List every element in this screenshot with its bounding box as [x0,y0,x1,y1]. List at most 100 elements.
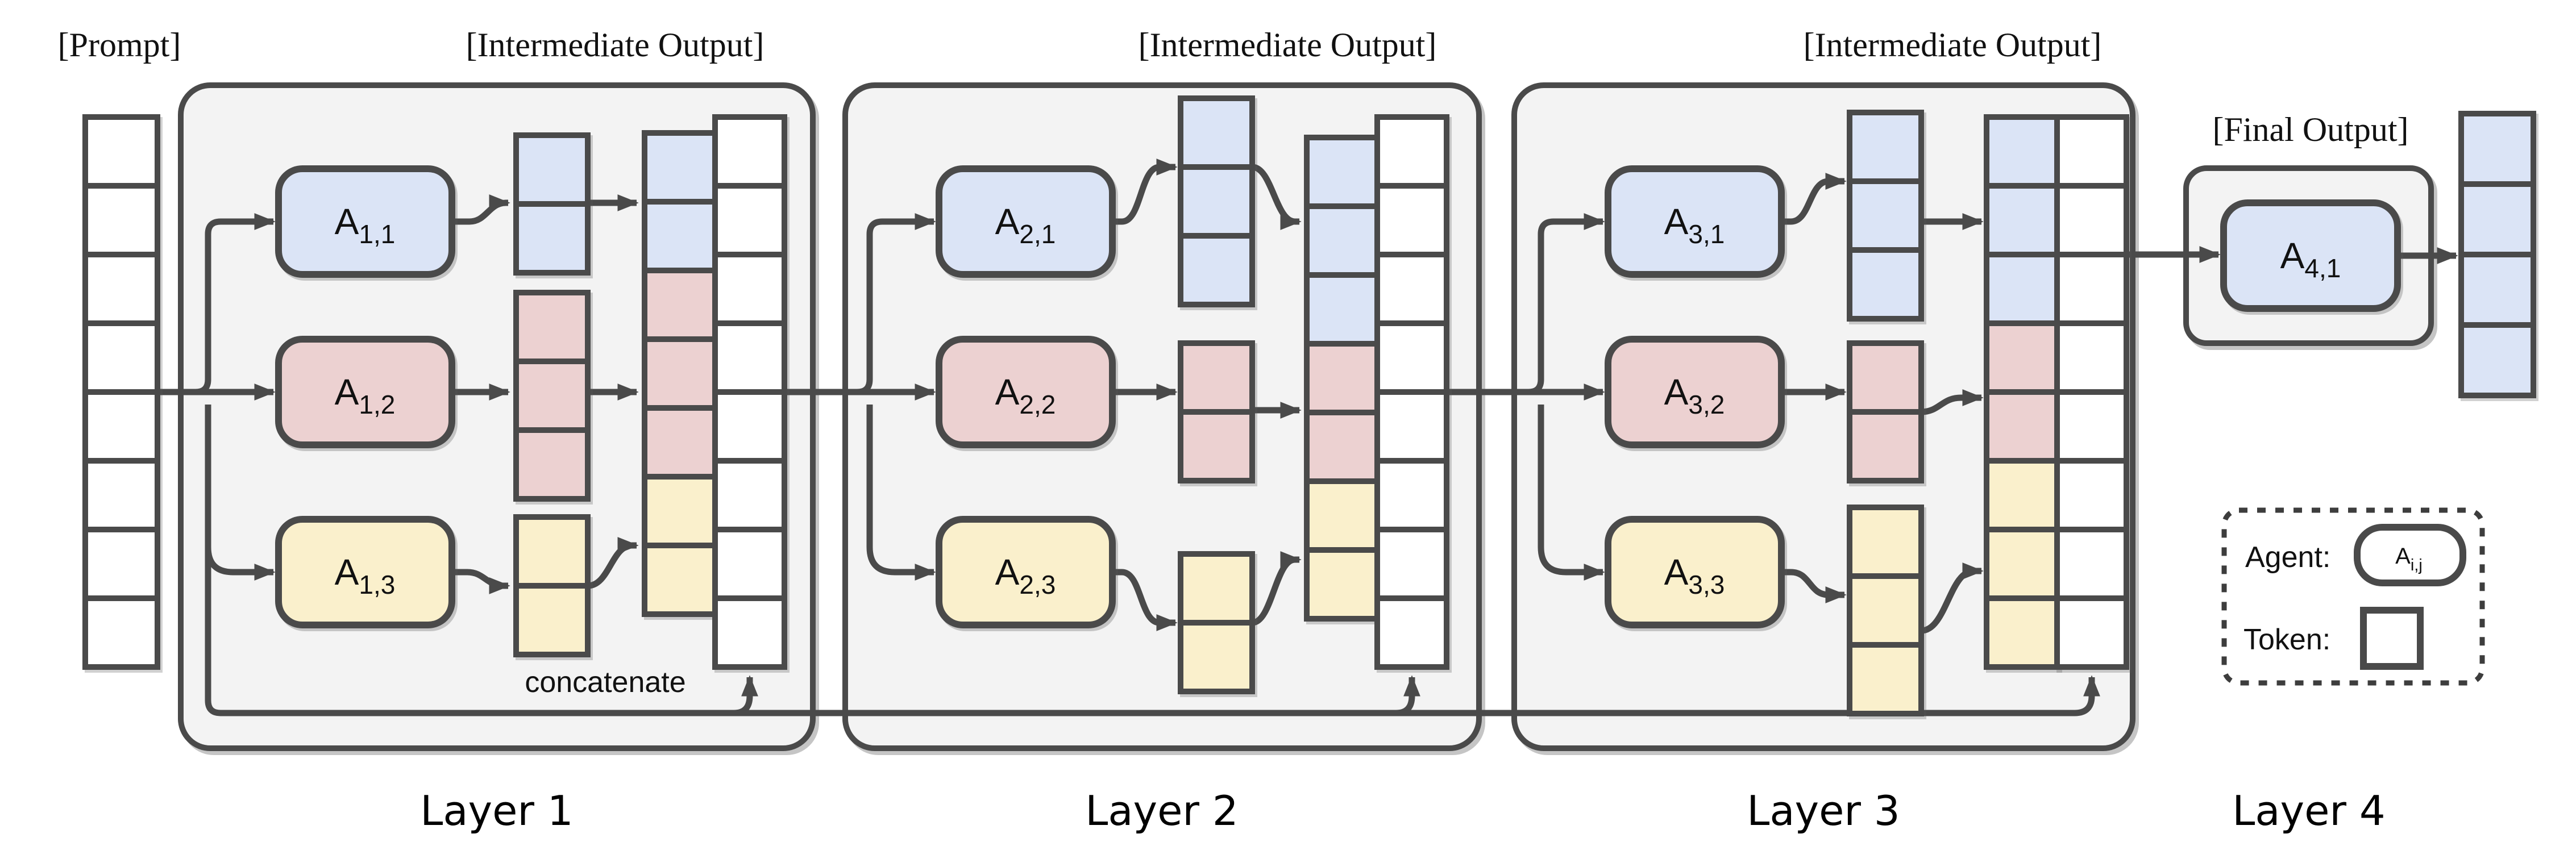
agent-label-a41: A4,1 [2280,235,2341,283]
token-cell-white [2054,114,2129,189]
token-cell-pink [513,359,591,433]
agent-label-a12: A1,2 [335,372,396,419]
token-cell-yellow [1847,505,1924,579]
token-cell-blue [1847,110,1924,184]
token-cell-yellow [1304,478,1380,553]
layer-3-agent-2-output-column [1847,340,1924,483]
token-cell-yellow [1984,527,2060,601]
token-cell-white [1374,458,1449,532]
token-cell-white [82,252,160,326]
token-cell-yellow [1178,551,1255,626]
legend-token-label: Token: [2243,623,2330,656]
token-cell-yellow [1984,458,2060,532]
token-cell-white [82,458,160,532]
agent-box-a13 [275,516,455,628]
token-cell-pink [1178,409,1255,483]
token-cell-white [712,595,787,670]
token-cell-blue [642,199,718,273]
agent-label-a32: A3,2 [1664,372,1725,419]
concatenate-label: concatenate [525,666,685,699]
layer-3-agent-3-output-column [1847,505,1924,716]
token-cell-pink [513,290,591,364]
layer-3-concatenated-column [1984,114,2060,670]
token-cell-blue [2458,111,2536,187]
token-cell-blue [1178,164,1255,239]
token-cell-pink [1984,320,2060,395]
token-cell-pink [1984,389,2060,464]
token-cell-white [82,527,160,601]
flow-arrows [157,159,2458,716]
agent-box-a22 [936,336,1116,448]
layer-3-agent-1-output-column [1847,110,1924,322]
token-cell-yellow [1847,573,1924,648]
agent-label-a22: A2,2 [995,372,1056,419]
token-cell-blue [2458,181,2536,257]
prompt-token-column [82,114,160,670]
token-cell-blue [1178,95,1255,170]
token-cell-white [712,320,787,395]
token-cell-white [1374,183,1449,257]
layer-2-agents: A2,1 A2,2 A2,3 [936,165,1116,628]
token-cell-pink [1304,341,1380,415]
agent-box-a31 [1605,165,1785,278]
token-cell-white [1374,527,1449,601]
intermediate-label-2: [Intermediate Output] [1139,26,1437,64]
token-cell-blue [1984,183,2060,257]
token-cell-white [82,183,160,257]
token-cell-white [2054,183,2129,257]
token-cell-yellow [1178,620,1255,694]
token-cell-blue [1178,233,1255,307]
layer-2-concatenated-column [1304,135,1380,622]
token-cell-pink [642,336,718,411]
layer-3-caption: Layer 3 [1747,787,1900,835]
layer-1-agent-3-output-column [513,514,591,657]
agent-box-a33 [1605,516,1785,628]
agent-label-a33: A3,3 [1664,552,1725,599]
layer-2-agent-3-output-column [1178,551,1255,694]
agent-box-a32 [1605,336,1785,448]
agent-box-a21 [936,165,1116,278]
agent-label-a13: A1,3 [335,552,396,599]
token-cell-white [2054,527,2129,601]
token-cell-pink [1178,340,1255,415]
prompt-label: [Prompt] [58,26,181,64]
token-cell-white [1374,389,1449,464]
token-cell-white [82,114,160,189]
token-cell-white [712,527,787,601]
token-cell-white [1374,595,1449,670]
agent-label-a21: A2,1 [995,201,1056,249]
token-cell-pink [1847,340,1924,415]
agent-box-a23 [936,516,1116,628]
token-cell-blue [642,130,718,205]
intermediate-label-1: [Intermediate Output] [466,26,765,64]
token-cell-yellow [1304,547,1380,622]
layer-1-agent-1-output-column [513,132,591,276]
legend-agent-pill [2354,524,2466,586]
final-output-token-column [2458,111,2536,398]
layer-1-agents: A1,1 A1,2 A1,3 [275,165,455,628]
token-cell-blue [1984,252,2060,326]
layer-3-agents: A3,1 A3,2 A3,3 [1605,165,1785,628]
legend-agent-label: Agent: [2245,541,2330,574]
token-cell-blue [2458,322,2536,398]
token-cell-pink [1304,410,1380,484]
token-cell-blue [1304,135,1380,209]
legend-box: Agent: Ai,j Token: [2221,507,2485,686]
token-cell-blue [1847,178,1924,253]
token-cell-blue [1984,114,2060,189]
layer-1-caption: Layer 1 [420,787,573,835]
token-cell-blue [1304,272,1380,347]
layer-2-agent-2-output-column [1178,340,1255,483]
token-cell-blue [513,132,591,207]
layer-1-agent-2-output-column [513,290,591,502]
token-cell-yellow [513,583,591,657]
token-cell-white [82,320,160,395]
agent-label-a31: A3,1 [1664,201,1725,249]
layer-3-prompt-copy-column [2054,114,2129,670]
token-cell-pink [513,427,591,502]
token-cell-white [2054,458,2129,532]
token-cell-white [1374,114,1449,189]
token-cell-white [2054,252,2129,326]
